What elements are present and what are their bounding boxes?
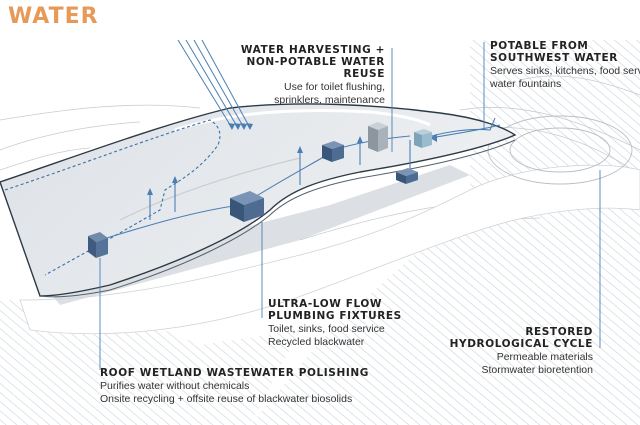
callout-heading: ROOF WETLAND WASTEWATER POLISHING <box>100 367 369 379</box>
callout-text: water fountains <box>490 77 562 90</box>
callout-text: Permeable materials <box>496 351 593 363</box>
callout-heading: NON-POTABLE WATER REUSE <box>246 56 385 80</box>
callout-heading: ULTRA-LOW FLOW <box>268 298 383 310</box>
callout-heading: RESTORED <box>525 326 593 338</box>
callout-text: Serves sinks, kitchens, food serv <box>490 65 640 77</box>
callout-heading: HYDROLOGICAL CYCLE <box>449 338 593 350</box>
callout-roof-wetland: ROOF WETLAND WASTEWATER POLISHING Purifi… <box>100 367 400 405</box>
storage-tower <box>368 122 388 152</box>
pipe-arrowheads <box>147 134 437 195</box>
callout-water-harvesting: WATER HARVESTING + NON-POTABLE WATER REU… <box>205 44 385 106</box>
callout-text: Use for toilet flushing, <box>284 81 385 93</box>
fixture-box-right <box>396 168 418 184</box>
callout-text: Recycled blackwater <box>268 335 365 348</box>
rainfall-arrows <box>177 39 251 129</box>
callout-text: Purifies water without chemicals <box>100 380 250 392</box>
roof-edge <box>39 139 516 298</box>
potable-box <box>414 129 432 148</box>
leader-lines <box>99 42 601 370</box>
treatment-box-center <box>230 191 264 222</box>
callout-heading: SOUTHWEST WATER <box>490 52 618 64</box>
callout-plumbing-fixtures: ULTRA-LOW FLOW PLUMBING FIXTURES Toilet,… <box>268 298 448 348</box>
road-plaza <box>19 164 640 335</box>
roof-crease <box>119 157 301 221</box>
cistern-box-left <box>88 232 108 258</box>
roof-dashed-channel <box>4 119 221 276</box>
callout-heading: PLUMBING FIXTURES <box>268 310 402 322</box>
callout-text: Toilet, sinks, food service <box>268 323 385 335</box>
callout-text: sprinklers, maintenance <box>274 93 385 106</box>
callout-hydrological-cycle: RESTORED HYDROLOGICAL CYCLE Permeable ma… <box>440 326 593 376</box>
reuse-box-upper <box>322 141 344 162</box>
callout-potable-water: POTABLE FROM SOUTHWEST WATER Serves sink… <box>490 40 640 90</box>
roof-wetland-band <box>174 109 431 132</box>
callout-heading: WATER HARVESTING + <box>240 44 385 56</box>
page-title: WATER <box>8 4 99 29</box>
callout-text: Onsite recycling + offsite reuse of blac… <box>100 392 353 405</box>
callout-heading: POTABLE FROM <box>490 40 589 52</box>
rainfall-arrowheads <box>228 123 253 130</box>
callout-text: Stormwater bioretention <box>481 363 593 376</box>
